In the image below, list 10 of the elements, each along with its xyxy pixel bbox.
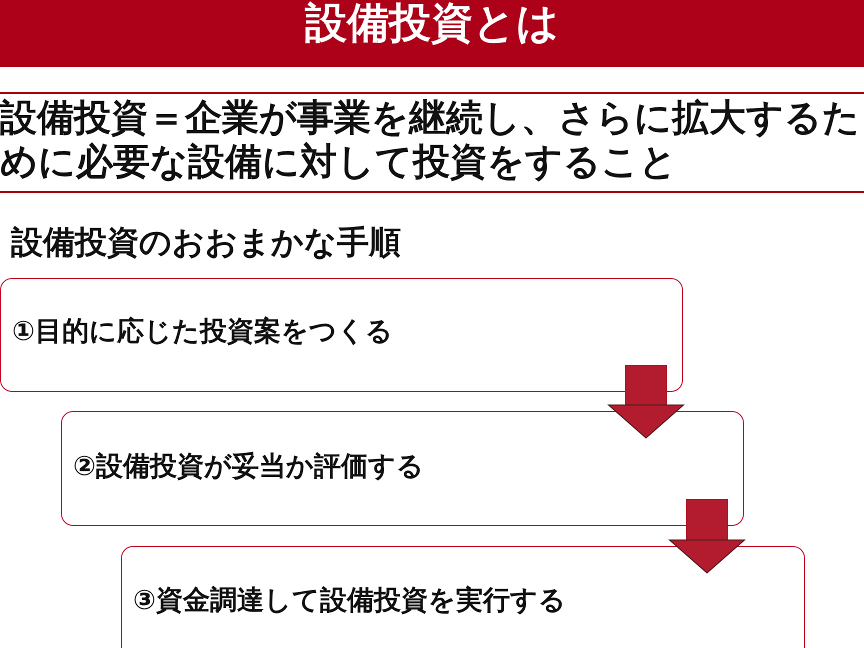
section-heading: 設備投資のおおまかな手順: [11, 226, 401, 258]
step-box: [61, 411, 744, 526]
step-box: [0, 278, 683, 392]
title: 設備投資とは: [305, 2, 559, 44]
block-arrow: [608, 365, 684, 438]
step-text: ②設備投資が妥当か評価する: [73, 453, 424, 481]
step-box: [121, 546, 805, 648]
step-text: ③資金調達して設備投資を実行する: [133, 587, 566, 615]
step-text: ①目的に応じた投資案をつくる: [12, 318, 393, 346]
block-arrow: [669, 499, 745, 574]
